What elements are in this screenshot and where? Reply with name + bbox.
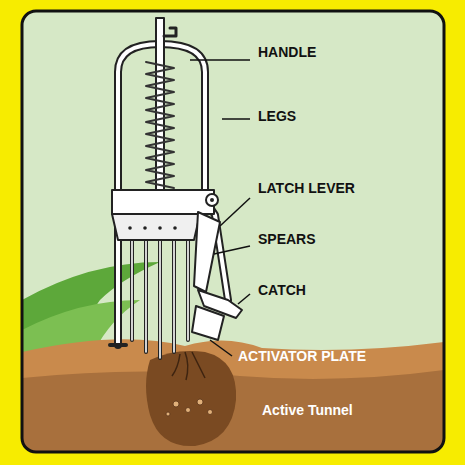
leader-lines bbox=[214, 246, 250, 254]
rivets bbox=[173, 226, 177, 230]
part-label: LEGS bbox=[258, 108, 296, 124]
pebbles bbox=[197, 399, 203, 405]
pebbles bbox=[186, 408, 191, 413]
spring bbox=[146, 62, 174, 188]
tunnel bbox=[146, 351, 236, 446]
pebbles bbox=[173, 401, 179, 407]
latch-lever bbox=[194, 212, 220, 292]
part-label: ACTIVATOR PLATE bbox=[238, 348, 366, 364]
part-label: Active Tunnel bbox=[262, 402, 353, 418]
sky-panel bbox=[22, 11, 444, 452]
leader-lines bbox=[238, 294, 250, 304]
handle-hook bbox=[164, 28, 176, 36]
lever-pivot bbox=[206, 194, 218, 206]
rivets bbox=[128, 226, 132, 230]
leader-lines bbox=[190, 60, 250, 356]
leader-lines bbox=[222, 118, 250, 120]
spears bbox=[132, 238, 188, 358]
roots bbox=[172, 352, 205, 380]
scene bbox=[22, 11, 444, 452]
activator-plate bbox=[192, 306, 224, 340]
spears bbox=[132, 238, 188, 358]
part-label: SPEARS bbox=[258, 231, 316, 247]
leg-foot bbox=[110, 343, 126, 347]
leader-lines bbox=[210, 340, 232, 356]
mole-trap bbox=[110, 18, 242, 358]
lever-pivot bbox=[210, 198, 214, 202]
pebbles bbox=[208, 410, 213, 415]
part-label: CATCH bbox=[258, 282, 306, 298]
soil bbox=[22, 339, 444, 452]
frame-border bbox=[22, 11, 444, 452]
spring-plate bbox=[112, 214, 200, 240]
pebbles bbox=[166, 412, 170, 416]
leader-lines bbox=[190, 59, 250, 61]
part-label: HANDLE bbox=[258, 44, 316, 60]
rivets bbox=[158, 226, 162, 230]
part-label: LATCH LEVER bbox=[258, 180, 355, 196]
spears bbox=[132, 238, 188, 358]
spring bbox=[146, 62, 174, 188]
rivets bbox=[143, 226, 147, 230]
pebbles bbox=[166, 399, 213, 416]
leader-lines bbox=[220, 198, 250, 226]
grass bbox=[22, 262, 160, 352]
rivets bbox=[128, 226, 177, 230]
spring-plate bbox=[112, 190, 214, 214]
